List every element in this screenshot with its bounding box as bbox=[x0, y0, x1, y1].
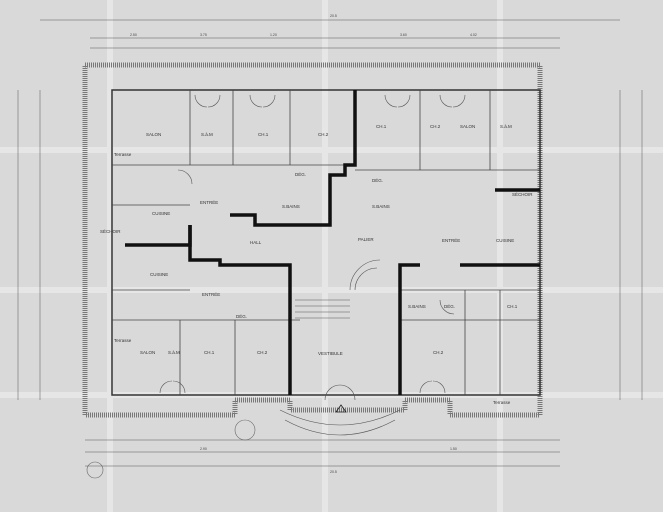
tree-symbol bbox=[234, 419, 256, 441]
room-label: CH.1 bbox=[507, 304, 518, 309]
room-label: CH.1 bbox=[376, 124, 387, 129]
room-label: SALON bbox=[140, 350, 155, 355]
room-label: ENTRÉE bbox=[442, 237, 460, 243]
room-label: SALON bbox=[460, 124, 475, 129]
stairs bbox=[295, 299, 350, 319]
room-label: CH.2 bbox=[433, 350, 444, 355]
room-label: DÉG. bbox=[295, 171, 306, 177]
room-label: VESTIBULE bbox=[318, 351, 343, 356]
room-label: CUISINE bbox=[150, 272, 168, 277]
room-label: ENTRÉE bbox=[202, 291, 220, 297]
dimension-lines bbox=[17, 19, 643, 467]
room-label: CH.1 bbox=[204, 350, 215, 355]
room-label: Terrasse bbox=[493, 400, 511, 405]
dim-label: 4.02 bbox=[470, 33, 477, 37]
dim-label: 2.50 bbox=[130, 33, 137, 37]
interior-walls bbox=[112, 90, 540, 395]
room-label: DÉG. bbox=[444, 303, 455, 309]
terrace-border bbox=[82, 62, 543, 418]
room-label: ENTRÉE bbox=[200, 199, 218, 205]
room-label: CUISINE bbox=[152, 211, 170, 216]
overall-dimension-bottom: 20.5 bbox=[330, 470, 337, 474]
room-label: PALIER bbox=[358, 237, 374, 242]
exterior-wall bbox=[111, 89, 541, 396]
door-swings bbox=[159, 94, 466, 436]
bearing-walls bbox=[125, 90, 540, 395]
dim-label: 2.90 bbox=[200, 447, 207, 451]
room-label: CH.2 bbox=[430, 124, 441, 129]
room-label: S.à.M bbox=[500, 124, 512, 129]
room-label: S.à.M bbox=[201, 132, 213, 137]
tree-symbol bbox=[86, 461, 104, 479]
room-label: DÉG. bbox=[372, 177, 383, 183]
room-label: Terrasse bbox=[114, 152, 132, 157]
room-label: Terrasse bbox=[114, 338, 132, 343]
dim-label: 3.75 bbox=[200, 33, 207, 37]
room-labels: SALON S.à.M CH.1 CH.2 DÉG. ENTRÉE CUISIN… bbox=[100, 124, 533, 405]
dim-label: 1.50 bbox=[450, 447, 457, 451]
room-label: SALON bbox=[146, 132, 161, 137]
room-label: S.BAINS bbox=[408, 304, 426, 309]
room-label: HALL bbox=[250, 240, 262, 245]
room-label: CH.1 bbox=[258, 132, 269, 137]
room-label: CH.2 bbox=[257, 350, 268, 355]
dim-label: 1.20 bbox=[270, 33, 277, 37]
room-label: S.à.M bbox=[168, 350, 180, 355]
room-label: CH.2 bbox=[318, 132, 329, 137]
room-label: S.BAINS bbox=[282, 204, 300, 209]
dim-label: 3.60 bbox=[400, 33, 407, 37]
room-label: DÉG. bbox=[236, 313, 247, 319]
room-label: SÉCHOIR bbox=[512, 191, 533, 197]
room-label: SÉCHOIR bbox=[100, 228, 121, 234]
room-label: CUISINE bbox=[496, 238, 514, 243]
room-label: S.BAINS bbox=[372, 204, 390, 209]
overall-dimension-top: 20.5 bbox=[330, 14, 337, 18]
entrance-arrow-icon bbox=[335, 404, 347, 413]
